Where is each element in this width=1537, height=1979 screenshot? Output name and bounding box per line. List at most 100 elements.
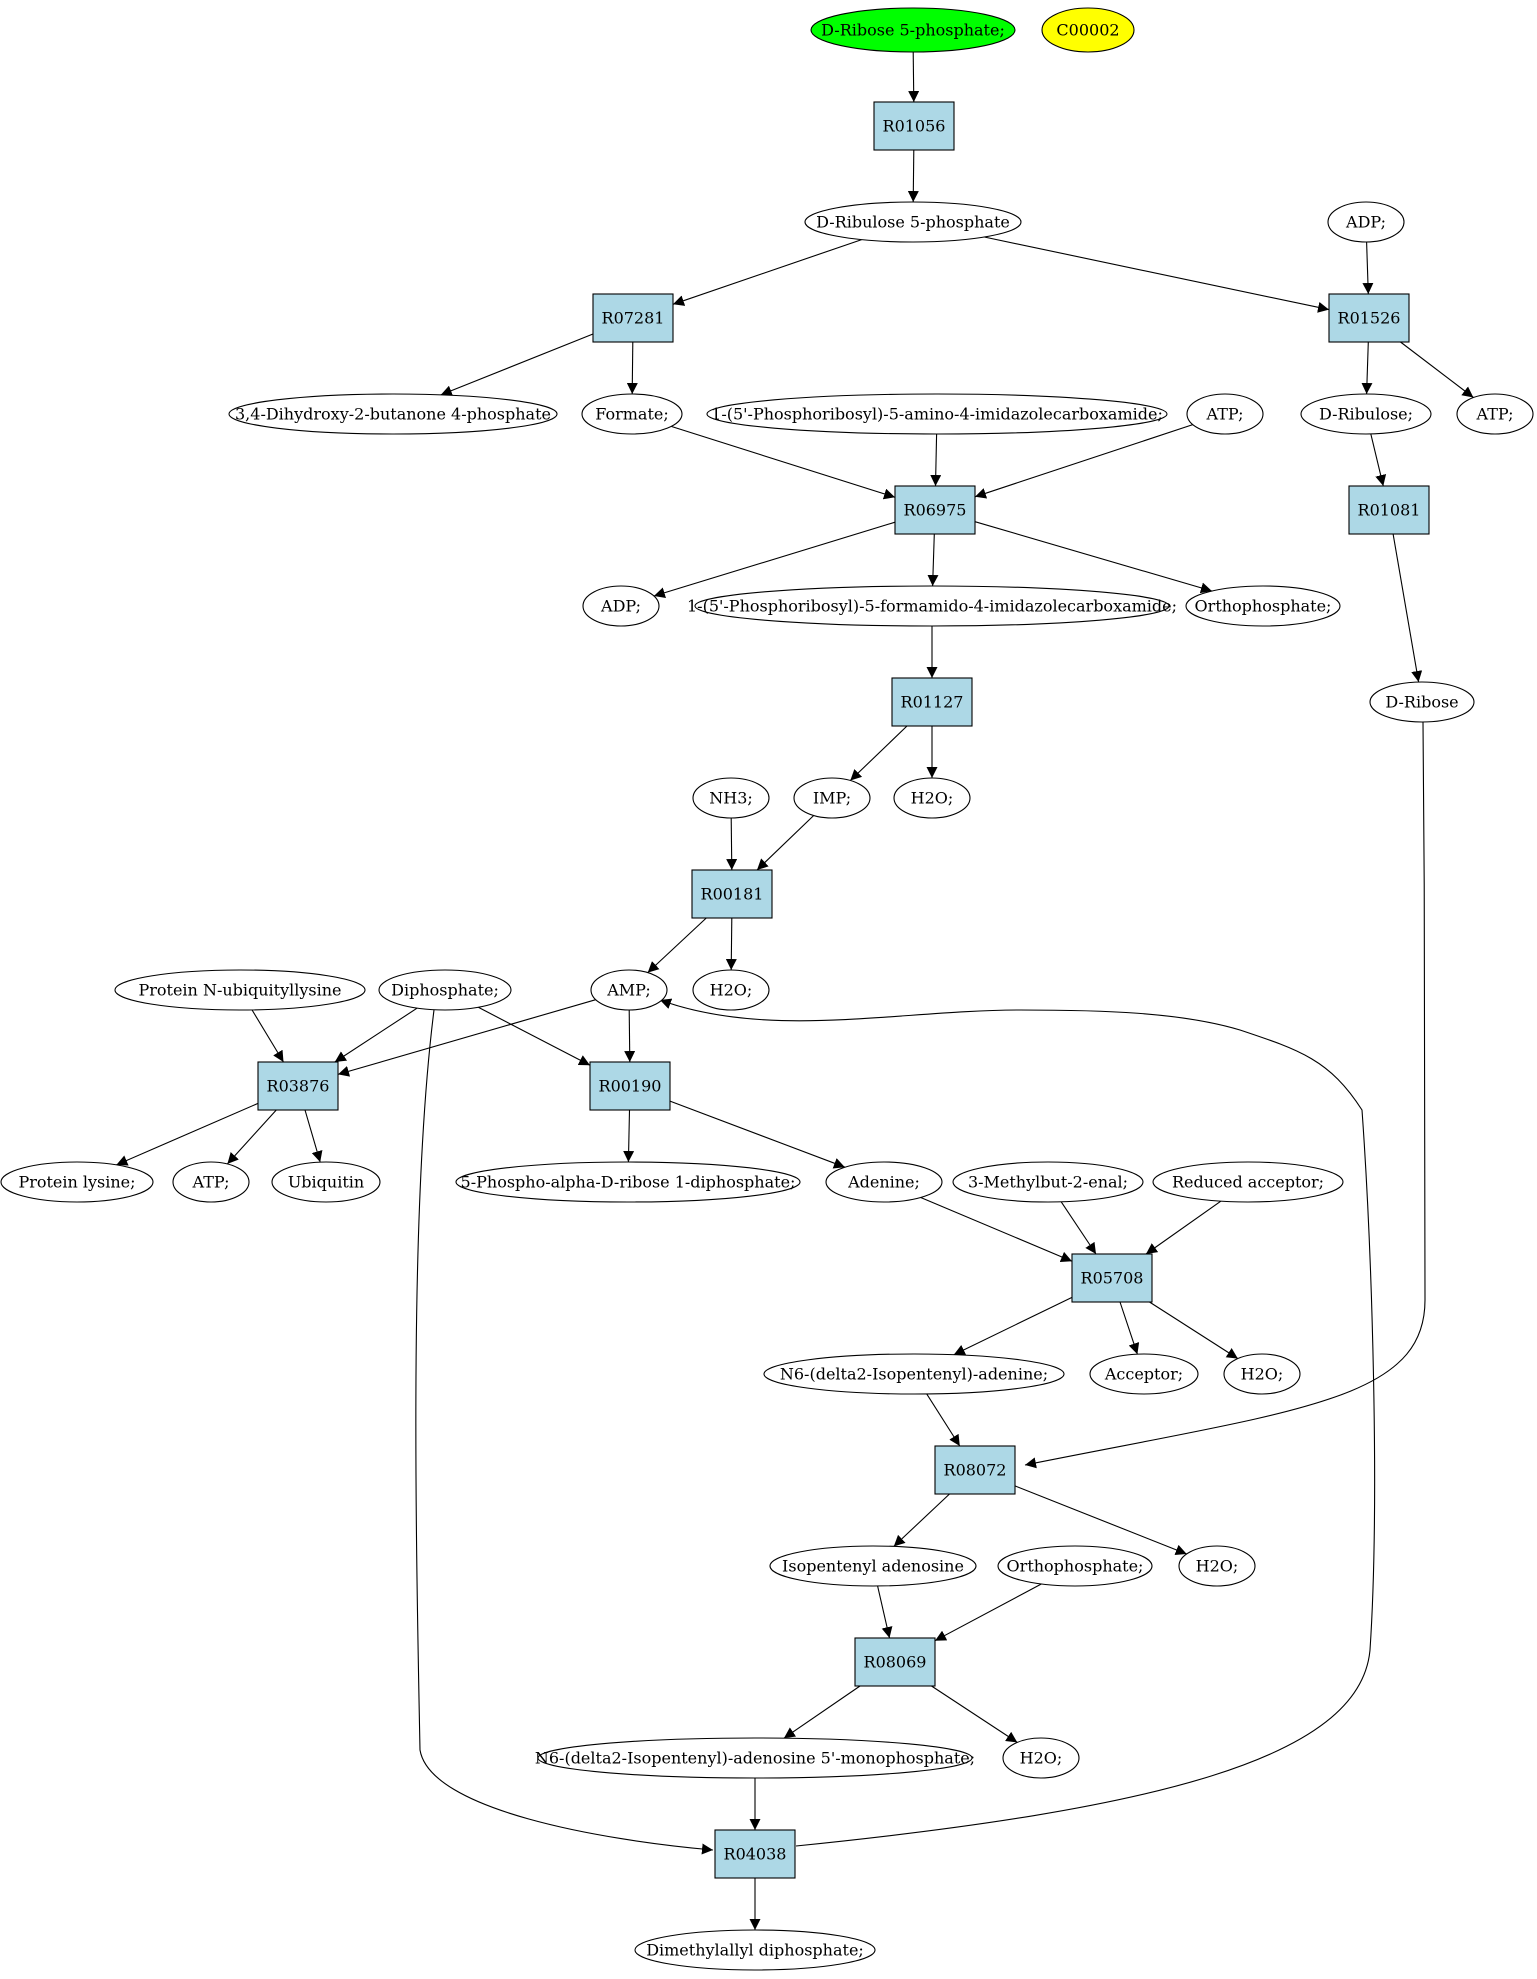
- reaction-node-r01081[interactable]: R01081: [1348, 485, 1430, 535]
- reaction-node-r05708[interactable]: R05708: [1071, 1253, 1153, 1303]
- compound-node-faicar[interactable]: 1-(5'-Phosphoribosyl)-5-formamido-4-imid…: [687, 585, 1177, 627]
- edge-adp1-to-r01526: [1362, 241, 1374, 295]
- compound-node-nh3[interactable]: NH3;: [692, 777, 770, 819]
- compound-node-start[interactable]: D-Ribose 5-phosphate;: [810, 7, 1016, 53]
- compound-node-acceptor[interactable]: Acceptor;: [1089, 1353, 1199, 1395]
- compound-node-prpp[interactable]: 5-Phospho-alpha-D-ribose 1-diphosphate;: [455, 1161, 801, 1203]
- node-label: H2O;: [1196, 1557, 1239, 1576]
- edge-r06975-to-ortho1: [974, 521, 1213, 594]
- reaction-node-r04038[interactable]: R04038: [714, 1829, 796, 1879]
- compound-ellipse: [810, 7, 1016, 53]
- compound-node-adenine[interactable]: Adenine;: [825, 1161, 943, 1203]
- node-label: Isopentenyl adenosine: [782, 1557, 964, 1576]
- compound-node-atp2[interactable]: ATP;: [1456, 393, 1534, 435]
- compound-ellipse: [1223, 1353, 1301, 1395]
- node-label: D-Ribose 5-phosphate;: [821, 21, 1005, 40]
- compound-node-h2o2[interactable]: H2O;: [692, 969, 770, 1011]
- node-label: Diphosphate;: [391, 981, 499, 1000]
- reaction-box: [891, 677, 973, 727]
- node-label: Reduced acceptor;: [1172, 1173, 1324, 1192]
- compound-node-n6iamp[interactable]: N6-(delta2-Isopentenyl)-adenosine 5'-mon…: [535, 1737, 975, 1779]
- compound-ellipse: [694, 585, 1170, 627]
- reaction-node-r00190[interactable]: R00190: [589, 1061, 671, 1111]
- compound-node-ipa[interactable]: Isopentenyl adenosine: [769, 1545, 977, 1587]
- compound-node-ru5p[interactable]: D-Ribulose 5-phosphate: [804, 201, 1022, 243]
- compound-ellipse: [692, 777, 770, 819]
- node-label: 3,4-Dihydroxy-2-butanone 4-phosphate: [235, 405, 551, 424]
- compound-node-atp1[interactable]: ATP;: [1186, 393, 1264, 435]
- edge-r00190-to-adenine: [669, 1100, 846, 1169]
- reaction-node-r07281[interactable]: R07281: [592, 293, 674, 343]
- reaction-box: [592, 293, 674, 343]
- node-label: R01056: [883, 117, 946, 136]
- compound-node-mbe[interactable]: 3-Methylbut-2-enal;: [952, 1161, 1144, 1203]
- node-label: ADP;: [600, 597, 641, 616]
- node-label: R05708: [1081, 1269, 1144, 1288]
- node-label: H2O;: [1241, 1365, 1284, 1384]
- compound-node-h2o1[interactable]: H2O;: [893, 777, 971, 819]
- compound-node-dhbp[interactable]: 3,4-Dihydroxy-2-butanone 4-phosphate: [228, 393, 558, 435]
- reaction-node-r01056[interactable]: R01056: [873, 101, 955, 151]
- compound-node-aicar[interactable]: 1-(5'-Phosphoribosyl)-5-amino-4-imidazol…: [706, 393, 1168, 435]
- node-label: R04038: [724, 1845, 787, 1864]
- edge-nh3-to-r00181: [726, 817, 738, 871]
- compound-ellipse: [537, 1737, 973, 1779]
- compound-node-plys[interactable]: Protein lysine;: [0, 1161, 154, 1203]
- edge-r08072-to-ipa: [893, 1493, 950, 1547]
- reaction-box: [1348, 485, 1430, 535]
- reaction-box: [854, 1637, 936, 1687]
- compound-ellipse: [825, 1161, 943, 1203]
- reaction-node-r01526[interactable]: R01526: [1328, 293, 1410, 343]
- compound-ellipse: [1327, 201, 1405, 243]
- edge-diphos-to-r00190: [478, 1006, 591, 1066]
- reaction-node-r08069[interactable]: R08069: [854, 1637, 936, 1687]
- node-label: R07281: [602, 309, 665, 328]
- edge-n6ia-to-r08072: [926, 1393, 961, 1447]
- edge-r03876-to-ubiq: [304, 1109, 323, 1163]
- reaction-node-r00181[interactable]: R00181: [691, 869, 773, 919]
- edge-r04038-to-amp: [659, 998, 1376, 1847]
- compound-node-adp2[interactable]: ADP;: [582, 585, 660, 627]
- compound-node-h2o5[interactable]: H2O;: [1002, 1737, 1080, 1779]
- node-label: R01526: [1338, 309, 1401, 328]
- compound-node-h2o3[interactable]: H2O;: [1223, 1353, 1301, 1395]
- compound-node-ortho2[interactable]: Orthophosphate;: [997, 1545, 1153, 1587]
- edge-r05708-to-acceptor: [1119, 1301, 1140, 1355]
- node-label: R00190: [599, 1077, 662, 1096]
- compound-node-c00002[interactable]: C00002: [1041, 7, 1135, 53]
- node-label: NH3;: [709, 789, 753, 808]
- reaction-node-r06975[interactable]: R06975: [894, 485, 976, 535]
- compound-node-adp1[interactable]: ADP;: [1327, 201, 1405, 243]
- compound-ellipse: [582, 585, 660, 627]
- compound-node-imp[interactable]: IMP;: [793, 777, 871, 819]
- compound-ellipse: [228, 393, 558, 435]
- compound-node-h2o4[interactable]: H2O;: [1178, 1545, 1256, 1587]
- reaction-node-r01127[interactable]: R01127: [891, 677, 973, 727]
- compound-ellipse: [1185, 585, 1341, 627]
- compound-node-dribose[interactable]: D-Ribose: [1369, 681, 1475, 723]
- edge-redacc-to-r05708: [1145, 1200, 1222, 1255]
- compound-node-formate[interactable]: Formate;: [581, 393, 683, 435]
- edge-r01526-to-dribulose: [1361, 341, 1373, 395]
- compound-ellipse: [769, 1545, 977, 1587]
- reaction-box: [934, 1445, 1016, 1495]
- compound-node-amp[interactable]: AMP;: [590, 969, 668, 1011]
- compound-node-n6ia[interactable]: N6-(delta2-Isopentenyl)-adenine;: [763, 1353, 1065, 1395]
- compound-node-ortho1[interactable]: Orthophosphate;: [1185, 585, 1341, 627]
- compound-node-dribulose[interactable]: D-Ribulose;: [1300, 393, 1432, 435]
- compound-node-diphos[interactable]: Diphosphate;: [378, 969, 512, 1011]
- compound-node-pnul[interactable]: Protein N-ubiquityllysine: [114, 969, 366, 1011]
- compound-node-dmapp[interactable]: Dimethylallyl diphosphate;: [634, 1929, 876, 1971]
- compound-node-ubiq[interactable]: Ubiquitin: [271, 1161, 381, 1203]
- edge-adenine-to-r05708: [920, 1196, 1073, 1263]
- node-label: Orthophosphate;: [1195, 597, 1332, 616]
- compound-node-redacc[interactable]: Reduced acceptor;: [1152, 1161, 1344, 1203]
- reaction-node-r08072[interactable]: R08072: [934, 1445, 1016, 1495]
- compound-node-atp3[interactable]: ATP;: [172, 1161, 250, 1203]
- compound-ellipse: [1178, 1545, 1256, 1587]
- node-label: D-Ribose: [1385, 693, 1458, 712]
- reaction-node-r03876[interactable]: R03876: [257, 1061, 339, 1111]
- node-label: D-Ribulose;: [1319, 405, 1413, 424]
- reaction-box: [691, 869, 773, 919]
- node-label: Dimethylallyl diphosphate;: [646, 1941, 864, 1960]
